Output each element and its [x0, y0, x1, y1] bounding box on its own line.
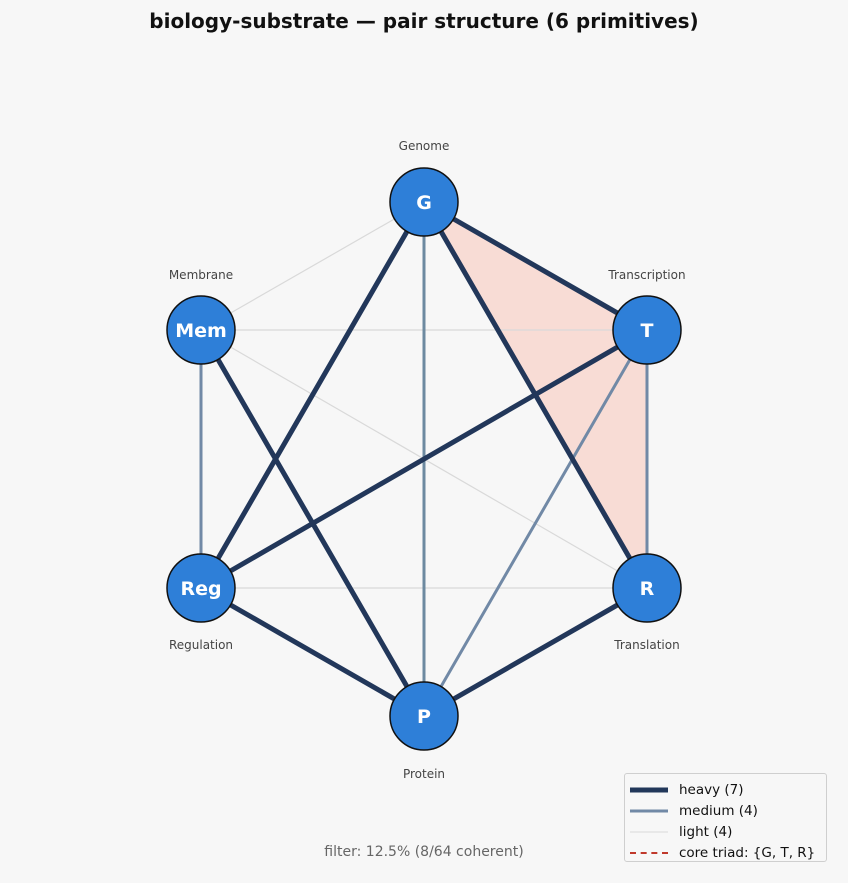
edge-t-p-medium — [422, 328, 649, 718]
node-mem: Mem Membrane — [166, 268, 236, 365]
edge-p-reg-heavy — [198, 585, 427, 719]
legend-item-light: light (4) — [630, 821, 821, 842]
node-abbr-p: P — [417, 706, 431, 728]
node-label-t: Transcription — [607, 268, 685, 282]
edge-g-reg-heavy — [198, 199, 427, 591]
filter-footer: filter: 12.5% (8/64 coherent) — [324, 844, 524, 860]
node-label-r: Translation — [613, 638, 679, 652]
node-abbr-reg: Reg — [180, 578, 221, 600]
node-r: R Translation — [612, 553, 682, 652]
legend-swatch-core — [630, 848, 668, 858]
node-abbr-g: G — [416, 192, 432, 214]
edge-g-mem-light — [200, 201, 425, 331]
node-circle-t — [612, 295, 682, 365]
legend-swatch-heavy — [630, 785, 668, 795]
node-label-p: Protein — [403, 767, 445, 781]
legend-label-light: light (4) — [679, 823, 733, 840]
node-label-g: Genome — [399, 139, 450, 153]
page-title: biology-substrate — pair structure (6 pr… — [149, 9, 699, 33]
legend-swatch-light — [630, 827, 668, 837]
node-circle-reg — [166, 553, 236, 623]
legend-swatch-medium — [630, 806, 668, 816]
node-g: G Genome — [389, 139, 459, 237]
node-p: P Protein — [389, 681, 459, 781]
legend-label-medium: medium (4) — [679, 802, 758, 819]
legend-item-heavy: heavy (7) — [630, 779, 821, 800]
node-circle-g — [389, 167, 459, 237]
edge-r-p-heavy — [421, 585, 650, 719]
legend-label-heavy: heavy (7) — [679, 781, 744, 798]
node-circle-mem — [166, 295, 236, 365]
node-circle-p — [389, 681, 459, 751]
node-abbr-t: T — [641, 320, 654, 342]
node-label-mem: Membrane — [169, 268, 233, 282]
node-abbr-r: R — [640, 578, 655, 600]
edge-g-t-heavy — [421, 199, 650, 333]
legend: heavy (7) medium (4) light (4) core tria… — [624, 773, 827, 862]
node-label-reg: Regulation — [169, 638, 233, 652]
node-abbr-mem: Mem — [175, 320, 227, 342]
legend-label-core: core triad: {G, T, R} — [679, 844, 816, 861]
edge-t-reg-heavy — [198, 327, 650, 591]
node-circle-r — [612, 553, 682, 623]
node-t: T Transcription — [607, 268, 686, 365]
edge-p-mem-heavy — [198, 327, 427, 719]
legend-item-medium: medium (4) — [630, 800, 821, 821]
legend-item-core: core triad: {G, T, R} — [630, 842, 821, 863]
